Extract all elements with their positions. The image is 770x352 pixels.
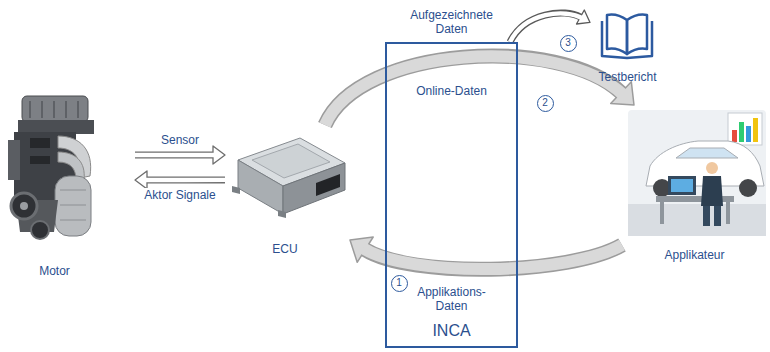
engine-illustration [8, 96, 94, 239]
engine-illustration-part [20, 202, 28, 210]
ecu-node: ECU [225, 125, 350, 260]
connector-body [135, 153, 217, 157]
box-title: INCA [387, 322, 516, 340]
connector-body [325, 56, 623, 125]
book-icon-part [602, 21, 652, 58]
node-label: Applikateur [622, 248, 767, 262]
engine-illustration-part [60, 220, 86, 221]
node-label: Motor [2, 264, 107, 278]
connector-body [363, 245, 622, 269]
applikateur-illustration-part [706, 162, 718, 174]
connector-body [143, 178, 225, 183]
signal-label: Aktor Signale [142, 188, 217, 202]
engine-illustration-part [30, 156, 50, 164]
report-node: Testbericht [590, 8, 665, 88]
engine-illustration-part [11, 193, 37, 219]
engine-illustration-part [60, 205, 86, 206]
applikateur-illustration-part [728, 113, 762, 145]
applikateur-illustration-part [628, 110, 766, 236]
applikateur-illustration-part [739, 122, 744, 142]
callout-number: 3 [560, 35, 577, 52]
book-icon-part [627, 15, 647, 54]
connector [325, 56, 634, 125]
applikateur-illustration-part [701, 176, 723, 206]
ecu-illustration-part [232, 186, 240, 194]
node-label: ECU [225, 242, 345, 256]
connector [135, 146, 225, 164]
engine-illustration-part [60, 190, 86, 191]
applikateur-illustration-part [668, 176, 696, 195]
engine-illustration-part [55, 176, 91, 236]
applikateur-illustration-part [746, 126, 751, 142]
applikateur-illustration-part [753, 118, 758, 142]
engine-node: Motor [2, 90, 135, 280]
ecu-illustration [232, 138, 345, 218]
applikateur-illustration-part [726, 202, 730, 224]
book-icon-part [607, 15, 627, 54]
callout-number: 2 [537, 95, 554, 112]
engine-illustration-part [53, 101, 55, 118]
box-heading: Aufgezeichnete Daten [401, 8, 502, 36]
engine-illustration-part [30, 138, 50, 148]
applikateur-illustration-part [739, 179, 757, 197]
signal-label: Sensor [159, 133, 201, 147]
box-text: Applikations- Daten [401, 285, 502, 313]
engine-illustration-part [22, 96, 88, 122]
engine-illustration-part [41, 101, 43, 118]
engine-illustration-part [77, 101, 79, 118]
connector [350, 237, 622, 269]
engine-illustration-part [29, 101, 31, 118]
engine-illustration-part [8, 140, 20, 180]
applikateur-illustration-part [714, 206, 721, 226]
applikateur-node: Applikateur [622, 105, 767, 265]
callout-number: 1 [391, 275, 408, 292]
engine-illustration-part [65, 101, 67, 118]
node-label: Testbericht [590, 70, 665, 84]
applikateur-illustration-part [676, 148, 738, 158]
ecu-illustration-part [316, 174, 340, 196]
applikateur-illustration-part [703, 206, 710, 226]
applikateur-illustration-part [628, 204, 766, 236]
box-text: Online-Daten [387, 84, 516, 98]
connector [510, 10, 590, 42]
applikateur-illustration-part [732, 130, 737, 142]
inca-box: Aufgezeichnete DatenOnline-DatenApplikat… [385, 42, 518, 348]
applikateur-illustration-part [660, 202, 664, 224]
engine-illustration-part [18, 120, 94, 134]
ecu-illustration-part [252, 144, 330, 178]
applikateur-illustration-part [671, 179, 693, 192]
book-icon [602, 15, 652, 58]
ecu-illustration-part [278, 210, 286, 218]
applikateur-illustration [628, 110, 766, 236]
engine-illustration-part [31, 221, 49, 239]
connector [135, 171, 225, 189]
